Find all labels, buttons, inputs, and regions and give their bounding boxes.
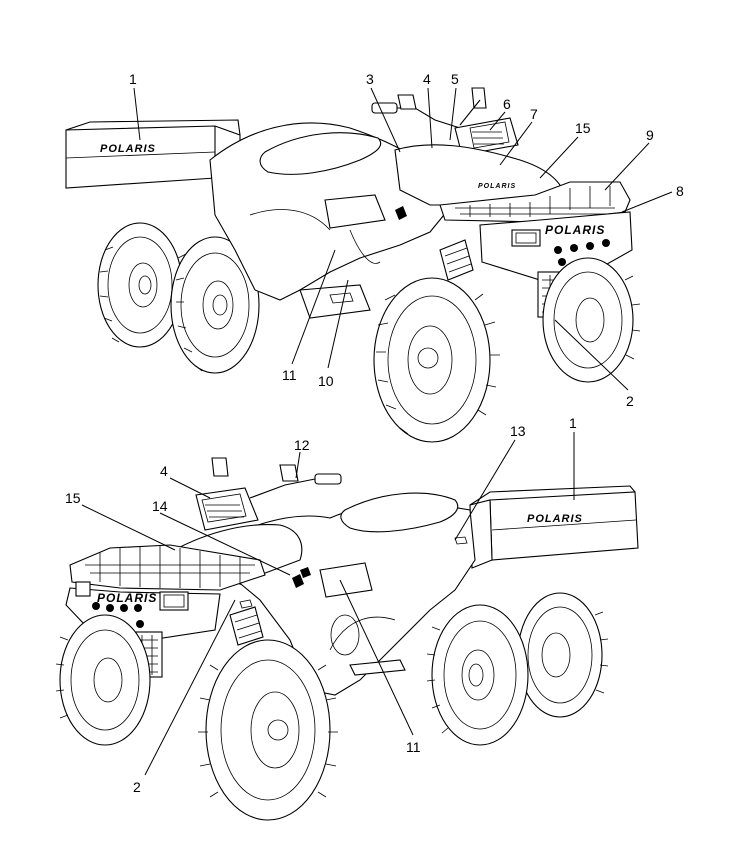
callout-top-7: 7 [530,106,538,122]
top-rear-wheel-inner [99,236,260,374]
top-hood-decal: POLARIS [478,183,516,190]
callout-bottom-15: 15 [65,490,81,506]
callout-bottom-12: 12 [294,437,310,453]
bottom-front: POLARIS [65,524,303,678]
top-cargo-box-decal: POLARIS [100,143,156,155]
top-front-panel-decal: POLARIS [545,223,605,237]
bottom-rear-wheel-far [517,592,609,718]
callout-top-8: 8 [676,183,684,199]
callout-top-3: 3 [366,71,374,87]
top-leaders [133,87,673,391]
callout-top-11: 11 [282,367,297,383]
callout-numbers: 1 3 4 5 6 7 15 9 8 11 10 2 12 13 1 4 15 … [65,71,684,795]
callout-top-4: 4 [423,71,431,87]
bottom-atv: POLARIS [55,457,639,821]
callout-top-15: 15 [575,120,591,136]
bottom-cargo-box-decal: POLARIS [527,513,583,525]
top-cargo-box: POLARIS [65,119,241,189]
bottom-rear-wheel-near [426,604,529,746]
callout-bottom-1: 1 [569,415,577,431]
callout-top-10: 10 [318,373,334,389]
callout-bottom-13: 13 [510,423,526,439]
callout-bottom-14: 14 [152,498,168,514]
callout-top-5: 5 [451,71,459,87]
top-handlebars [371,87,519,156]
top-front-wheel-near [373,277,500,443]
bottom-cargo-box: POLARIS [469,485,639,569]
callout-top-1: 1 [129,71,137,87]
callout-top-6: 6 [503,96,511,112]
bottom-front-wheel-far [55,614,151,746]
bottom-leaders [81,432,575,776]
top-front-wheel-far [542,257,641,383]
callout-bottom-11: 11 [406,739,421,755]
top-atv: POLARIS [65,87,641,443]
callout-top-2: 2 [626,393,634,409]
bottom-handlebars [195,457,342,531]
top-body [209,122,449,319]
callout-bottom-4: 4 [160,463,168,479]
top-rear-wheel-outer [97,222,183,348]
callout-bottom-2: 2 [133,779,141,795]
bottom-front-panel-decal: POLARIS [97,591,157,605]
callout-top-9: 9 [646,127,654,143]
bottom-front-wheel-near [198,639,338,821]
